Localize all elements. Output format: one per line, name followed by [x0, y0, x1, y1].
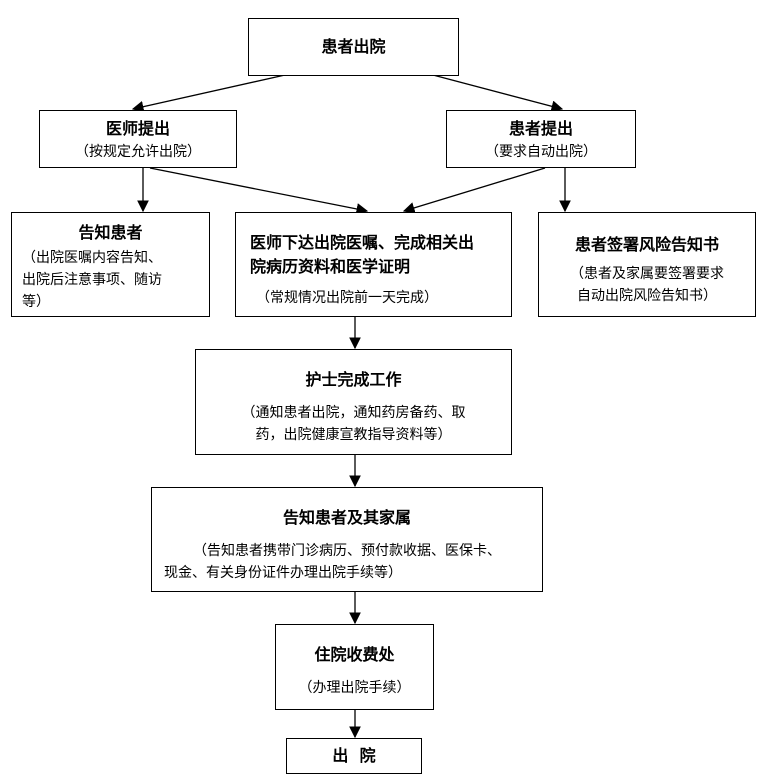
node-note-line: 自动出院风险告知书） — [577, 288, 717, 304]
node-discharge-orders: 医师下达出院医嘱、完成相关出 院病历资料和医学证明 （常规情况出院前一天完成） — [235, 212, 512, 317]
node-note: （按规定允许出院） — [75, 144, 201, 160]
node-note: （要求自动出院） — [485, 144, 597, 160]
node-note-line: 现金、有关身份证件办理出院手续等） — [164, 565, 402, 581]
node-title: 患者签署风险告知书 — [574, 235, 719, 254]
node-patient-proposes: 患者提出 （要求自动出院） — [446, 110, 636, 168]
arrow-discharge-to-doctor — [131, 74, 286, 113]
node-note-line: 药，出院健康宣教指导资料等） — [255, 427, 452, 443]
node-title: 告知患者 — [78, 223, 143, 242]
node-title-line: 院病历资料和医学证明 — [250, 257, 411, 276]
node-inform-patient: 告知患者 （出院医嘱内容告知、 出院后注意事项、随访 等） — [11, 212, 210, 317]
node-billing-office: 住院收费处 （办理出院手续） — [275, 624, 434, 710]
node-note: （办理出院手续） — [298, 680, 411, 696]
node-nurse-work: 护士完成工作 （通知患者出院，通知药房备药、取 药，出院健康宣教指导资料等） — [195, 349, 512, 455]
node-exit: 出 院 — [286, 738, 422, 774]
node-note-line: （出院医嘱内容告知、 — [22, 250, 162, 266]
node-note-line: （告知患者携带门诊病历、预付款收据、医保卡、 — [193, 543, 501, 559]
arrow-discharge-to-patient — [432, 74, 564, 112]
node-note-line: 等） — [22, 294, 50, 310]
node-inform-family: 告知患者及其家属 （告知患者携带门诊病历、预付款收据、医保卡、 现金、有关身份证… — [151, 487, 543, 592]
node-doctor-proposes: 医师提出 （按规定允许出院） — [39, 110, 237, 168]
node-title-line: 医师下达出院医嘱、完成相关出 — [250, 233, 475, 252]
node-title: 告知患者及其家属 — [282, 508, 411, 527]
node-note-line: 出院后注意事项、随访 — [22, 272, 162, 288]
node-title: 患者提出 — [508, 119, 573, 138]
arrow-patient-to-orders — [402, 167, 546, 214]
node-risk-consent: 患者签署风险告知书 （患者及家属要签署要求 自动出院风险告知书） — [538, 212, 756, 317]
arrow-doctor-to-orders — [149, 167, 369, 215]
node-note-line: （患者及家属要签署要求 — [570, 266, 724, 282]
node-patient-discharge: 患者出院 — [248, 18, 459, 76]
node-title: 住院收费处 — [314, 645, 395, 664]
node-title: 医师提出 — [105, 119, 170, 138]
node-title: 患者出院 — [321, 37, 386, 56]
node-note: （常规情况出院前一天完成） — [256, 290, 438, 306]
node-note-line: （通知患者出院，通知药房备药、取 — [241, 405, 466, 421]
node-title: 出 院 — [332, 746, 376, 765]
node-title: 护士完成工作 — [305, 370, 402, 389]
